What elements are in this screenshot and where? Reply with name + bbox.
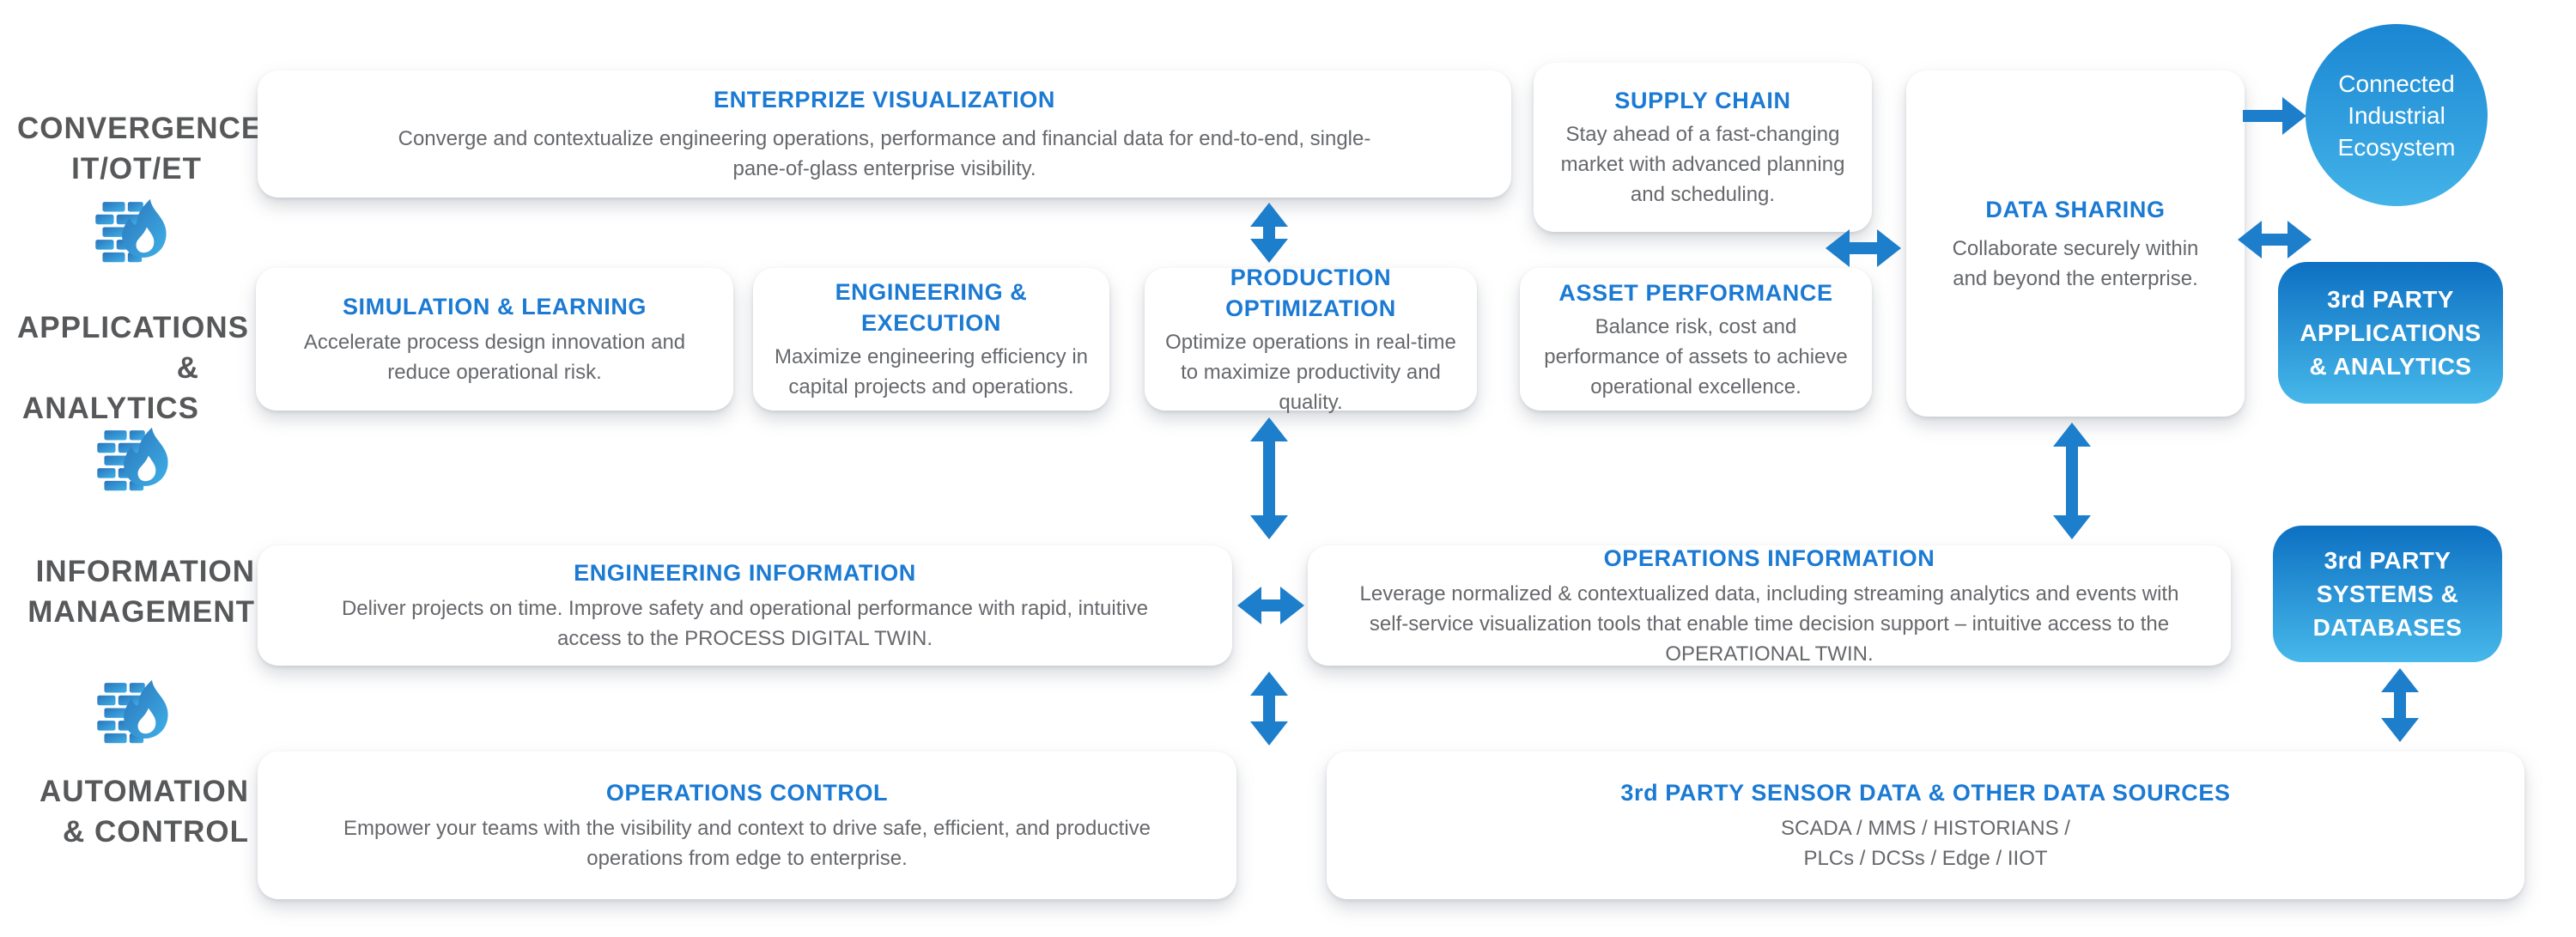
card-title: ENGINEERING & EXECUTION (835, 279, 1028, 336)
bluebox-label: 3rd PARTY SYSTEMS & DATABASES (2312, 547, 2463, 641)
arrow-head-right (2282, 97, 2306, 135)
card-body: Balance risk, cost and performance of as… (1544, 314, 1848, 399)
card-supply-chain: SUPPLY CHAIN Stay ahead of a fast-changi… (1534, 63, 1872, 232)
arrow-head-left (2238, 221, 2262, 259)
card-body: Stay ahead of a fast-changing market wit… (1560, 123, 1845, 206)
bluebox-label: 3rd PARTY APPLICATIONS & ANALYTICS (2300, 286, 2482, 380)
card-title: PRODUCTION OPTIMIZATION (1225, 264, 1396, 321)
rail-label-applications-analytics: APPLICATIONS & ANALYTICS (17, 307, 249, 429)
arrow-head-up (2381, 668, 2419, 692)
third-party-systems-databases-box: 3rd PARTY SYSTEMS & DATABASES (2273, 526, 2502, 662)
arrow-supply-chain-data-sharing (1826, 228, 1901, 268)
arrow-head-up (1250, 672, 1288, 696)
card-operations-information: OPERATIONS INFORMATION Leverage normaliz… (1308, 545, 2231, 666)
firewall-icon (97, 679, 168, 744)
firewall-icon (95, 198, 167, 263)
card-body: Maximize engineering efficiency in capit… (774, 345, 1089, 399)
arrow-head-down (2053, 515, 2091, 539)
rail-label-line: APPLICATIONS (17, 311, 249, 344)
card-title: ASSET PERFORMANCE (1558, 279, 1833, 306)
rail-label-automation-control: AUTOMATION & CONTROL (17, 771, 249, 852)
rail-label-line: CONVERGENCE (17, 112, 263, 145)
card-body: Optimize operations in real-time to maxi… (1165, 330, 1456, 414)
rail-label-line: & ANALYTICS (21, 351, 199, 425)
card-title: SIMULATION & LEARNING (342, 294, 647, 319)
arrow-head-up (2053, 423, 2091, 447)
card-engineering-execution: ENGINEERING & EXECUTION Maximize enginee… (753, 268, 1109, 411)
connected-industrial-ecosystem-node: Connected Industrial Ecosystem (2306, 24, 2488, 206)
arrow-head-up (1250, 417, 1288, 441)
arrow-head-right (2287, 221, 2312, 259)
card-body: Collaborate securely within and beyond t… (1952, 236, 2199, 290)
firewall-icon (97, 427, 168, 491)
card-title: SUPPLY CHAIN (1614, 88, 1791, 113)
arrow-head-right (1877, 229, 1901, 267)
card-operations-control: OPERATIONS CONTROL Empower your teams wi… (258, 751, 1236, 899)
arrow-systems-databases-sensor-data (2380, 668, 2420, 742)
rail-label-line: AUTOMATION (39, 775, 249, 808)
sensor-sources-line: SCADA / MMS / HISTORIANS / (1781, 817, 2070, 840)
card-asset-performance: ASSET PERFORMANCE Balance risk, cost and… (1520, 268, 1872, 411)
card-title: DATA SHARING (1985, 196, 2166, 222)
arrow-head-up (1250, 203, 1288, 227)
card-body: Empower your teams with the visibility a… (343, 817, 1151, 870)
arrow-head-left (1826, 229, 1850, 267)
arrow-head-down (1250, 721, 1288, 745)
card-body: Deliver projects on time. Improve safety… (341, 597, 1149, 650)
card-title: 3rd PARTY SENSOR DATA & OTHER DATA SOURC… (1620, 780, 2231, 806)
arrow-data-sharing-operations-info (2052, 423, 2092, 539)
card-body: SCADA / MMS / HISTORIANS / PLCs / DCSs /… (1781, 813, 2070, 873)
arrow-head-left (1237, 587, 1261, 624)
card-simulation-learning: SIMULATION & LEARNING Accelerate process… (256, 268, 733, 411)
arrow-enterprise-production (1249, 203, 1289, 263)
arrow-engineering-operations-info (1237, 586, 1304, 625)
rail-label-line: & CONTROL (62, 815, 249, 849)
arrow-production-information (1249, 417, 1289, 539)
card-title: ENTERPRIZE VISUALIZATION (714, 87, 1055, 113)
card-body: Converge and contextualize engineering o… (398, 127, 1371, 180)
arrow-data-sharing-ecosystem (2243, 96, 2306, 136)
card-third-party-sensor-data: 3rd PARTY SENSOR DATA & OTHER DATA SOURC… (1327, 751, 2524, 899)
card-production-optimization: PRODUCTION OPTIMIZATION Optimize operati… (1145, 265, 1477, 414)
card-data-sharing: DATA SHARING Collaborate securely within… (1906, 70, 2245, 417)
card-title: OPERATIONS CONTROL (605, 780, 889, 806)
arrow-head-down (2381, 718, 2419, 742)
rail-label-line: MANAGEMENT (27, 595, 255, 629)
circle-label: Connected Industrial Ecosystem (2337, 70, 2456, 161)
card-title: ENGINEERING INFORMATION (574, 560, 916, 586)
arrow-data-sharing-third-party-apps (2238, 220, 2312, 259)
card-body: Leverage normalized & contextualized dat… (1359, 581, 2179, 666)
card-engineering-information: ENGINEERING INFORMATION Deliver projects… (258, 545, 1232, 666)
rail-label-line: IT/OT/ET (71, 152, 202, 186)
card-title: OPERATIONS INFORMATION (1603, 545, 1935, 571)
arrow-engineering-info-operations-control (1249, 672, 1289, 745)
rail-label-line: INFORMATION (35, 555, 255, 588)
arrow-head-down (1250, 239, 1288, 263)
card-enterprise-visualization: ENTERPRIZE VISUALIZATION Converge and co… (258, 70, 1511, 198)
third-party-applications-analytics-box: 3rd PARTY APPLICATIONS & ANALYTICS (2278, 262, 2503, 404)
card-body: Accelerate process design innovation and… (303, 331, 686, 384)
sensor-sources-line: PLCs / DCSs / Edge / IIOT (1803, 847, 2048, 870)
arrow-head-right (1280, 587, 1304, 624)
rail-label-information-management: INFORMATION MANAGEMENT (21, 551, 255, 632)
arrow-head-down (1250, 515, 1288, 539)
rail-label-convergence: CONVERGENCE IT/OT/ET (17, 108, 263, 189)
